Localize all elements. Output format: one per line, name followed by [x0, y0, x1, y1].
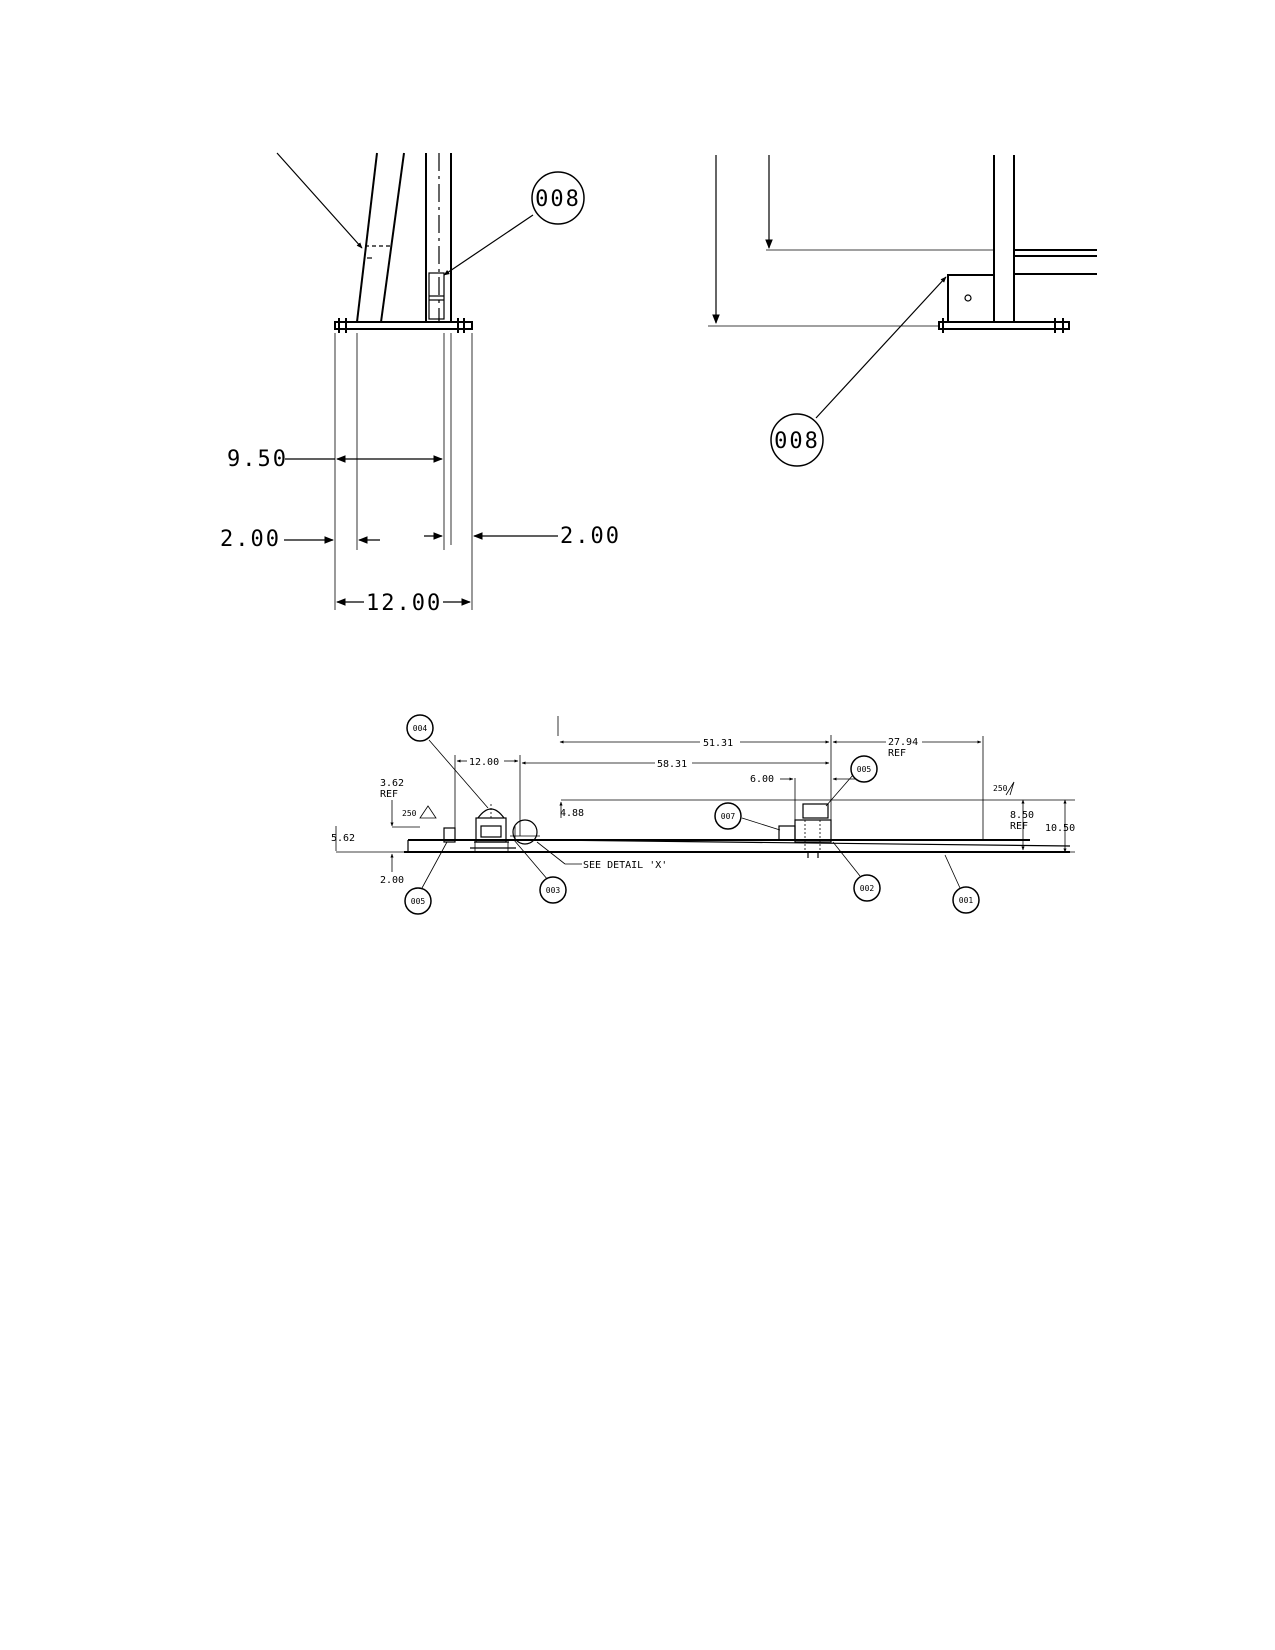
view-a-dim-9-50: 9.50: [227, 447, 288, 472]
svg-text:001: 001: [959, 896, 974, 905]
view-c-dim-58-31: 58.31: [657, 759, 687, 770]
view-c-balloon-003: [539, 876, 567, 904]
svg-text:002: 002: [860, 884, 875, 893]
view-a-balloon-leader: [443, 214, 534, 276]
view-c-balloon-002: [853, 874, 881, 902]
view-c-balloon-005-left: [404, 887, 432, 915]
view-a-balloon-008: [531, 171, 585, 225]
view-a-brace-left-edge: [356, 152, 378, 323]
view-c-part-002: [794, 819, 832, 843]
view-c-ref-3-62: REF: [380, 789, 398, 800]
view-c-balloon-001: [952, 886, 980, 914]
view-c-leader-007: [741, 817, 781, 831]
view-b-balloon-text: 008: [774, 429, 820, 454]
view-c-elevation: 51.31 27.94 REF 12.00 58.31 6.00 3.62 RE…: [331, 714, 1075, 915]
view-c-leader-002: [832, 841, 861, 877]
view-a-balloon-text: 008: [535, 187, 581, 212]
view-c-leader-003: [513, 839, 549, 881]
view-c-leader-004: [428, 739, 489, 809]
view-c-detail-x-circle: [512, 819, 538, 845]
view-b-bolt-hole: [964, 294, 972, 302]
svg-text:005: 005: [857, 765, 872, 774]
view-c-balloon-005-right: [850, 755, 878, 783]
view-a-leader-brace: [276, 152, 363, 249]
view-c-dim-51-31: 51.31: [703, 738, 733, 749]
view-a-dim-12-00: 12.00: [366, 591, 442, 616]
view-a-dim-2-00-left: 2.00: [220, 527, 281, 552]
view-b-balloon-008: [770, 413, 824, 467]
view-a-brace-right-edge: [380, 152, 405, 323]
view-b-column-base: 008: [708, 155, 1097, 467]
view-c-dim-12-00: 12.00: [469, 757, 499, 768]
view-c-dim-5-62: 5.62: [331, 833, 355, 844]
view-c-leader-005-right: [825, 774, 854, 807]
view-b-balloon-leader: [815, 276, 947, 419]
view-c-weld-left: 250: [402, 809, 417, 818]
view-c-part-005-right: [802, 803, 829, 819]
view-c-note-detail: SEE DETAIL 'X': [583, 860, 667, 871]
view-a-base-plate: [334, 321, 473, 330]
view-c-dim-27-94: 27.94: [888, 737, 918, 748]
view-c-leader-001: [944, 854, 961, 889]
view-c-ref-27-94: REF: [888, 748, 906, 759]
view-c-dim-10-50: 10.50: [1045, 823, 1075, 834]
svg-text:007: 007: [721, 812, 736, 821]
svg-text:004: 004: [413, 724, 428, 733]
view-c-dim-2-00: 2.00: [380, 875, 404, 886]
view-a-dim-2-00-right: 2.00: [560, 524, 621, 549]
view-c-dim-8-50: 8.50: [1010, 810, 1034, 821]
svg-text:005: 005: [411, 897, 426, 906]
view-c-dim-4-88: 4.88: [560, 808, 584, 819]
view-c-weld-right: 250: [993, 784, 1008, 793]
view-c-balloon-007: [714, 802, 742, 830]
view-c-balloon-004: [406, 714, 434, 742]
view-c-dim-6-00: 6.00: [750, 774, 774, 785]
view-c-part-007: [778, 825, 796, 841]
view-c-leader-005-left: [421, 841, 448, 889]
view-c-ref-8-50: REF: [1010, 821, 1028, 832]
svg-text:003: 003: [546, 886, 561, 895]
view-b-base-plate: [938, 321, 1070, 330]
view-a-column-base: 008 9.50 2.00 2.00 12.00: [220, 152, 621, 616]
view-c-dim-3-62: 3.62: [380, 778, 404, 789]
